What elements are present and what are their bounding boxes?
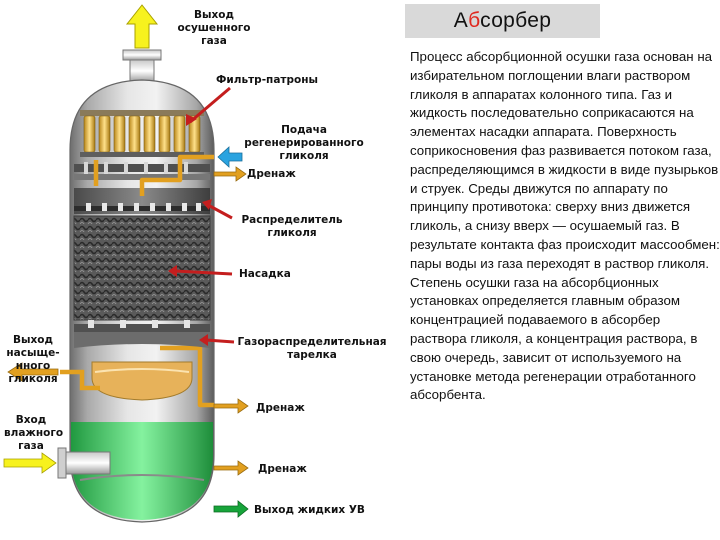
label-filter-cartridges: Фильтр-патроны	[216, 74, 318, 86]
label-drain-2: Дренаж	[256, 402, 305, 414]
glycol-distributor	[74, 188, 210, 214]
description-text: Процесс абсорбционной осушки газа основа…	[410, 49, 720, 403]
top-nozzle	[122, 49, 162, 83]
label-dry-gas-outlet: Выход осушенного газа	[177, 9, 251, 47]
title-rest: сорбер	[480, 9, 552, 32]
glycol-bowl	[91, 361, 193, 401]
label-liquid-hc-outlet: Выход жидких УВ	[254, 504, 365, 516]
saturated-glycol-pipe	[60, 369, 100, 391]
label-regen-glycol-feed: Подача регенерированного гликоля	[244, 124, 364, 162]
liquid-pool	[71, 422, 213, 520]
title-box: Абсорбер	[405, 4, 600, 38]
regen-glycol-feed-arrow	[217, 146, 243, 168]
title-accent: б	[468, 9, 481, 32]
title-prefix: А	[453, 9, 469, 32]
label-drain-3: Дренаж	[258, 463, 307, 475]
page-title: Абсорбер	[454, 9, 551, 33]
glycol-pipes	[93, 154, 214, 408]
gas-distribution-tray	[74, 320, 210, 348]
packing-bed	[73, 215, 211, 321]
saturated-glycol-outlet-arrow	[7, 362, 59, 382]
label-drain-1: Дренаж	[247, 168, 296, 180]
liquid-hc-outlet-arrow	[213, 500, 249, 518]
label-wet-gas-inlet: Вход влажного газа	[4, 414, 64, 452]
drain-arrows	[213, 166, 249, 476]
dry-gas-outlet-arrow	[125, 4, 159, 49]
label-glycol-distributor: Распределитель гликоля	[241, 214, 343, 239]
label-gas-distribution-tray: Газораспределительная тарелка	[237, 336, 387, 361]
pointer-arrows	[168, 86, 235, 346]
wet-gas-inlet-arrow	[3, 452, 57, 474]
wet-gas-inlet-nozzle	[57, 447, 111, 479]
label-packing: Насадка	[239, 268, 291, 280]
label-saturated-glycol-outlet: Выход насыще- нного гликоля	[6, 334, 60, 385]
upper-tray	[74, 162, 210, 180]
filter-cartridges	[80, 110, 204, 157]
